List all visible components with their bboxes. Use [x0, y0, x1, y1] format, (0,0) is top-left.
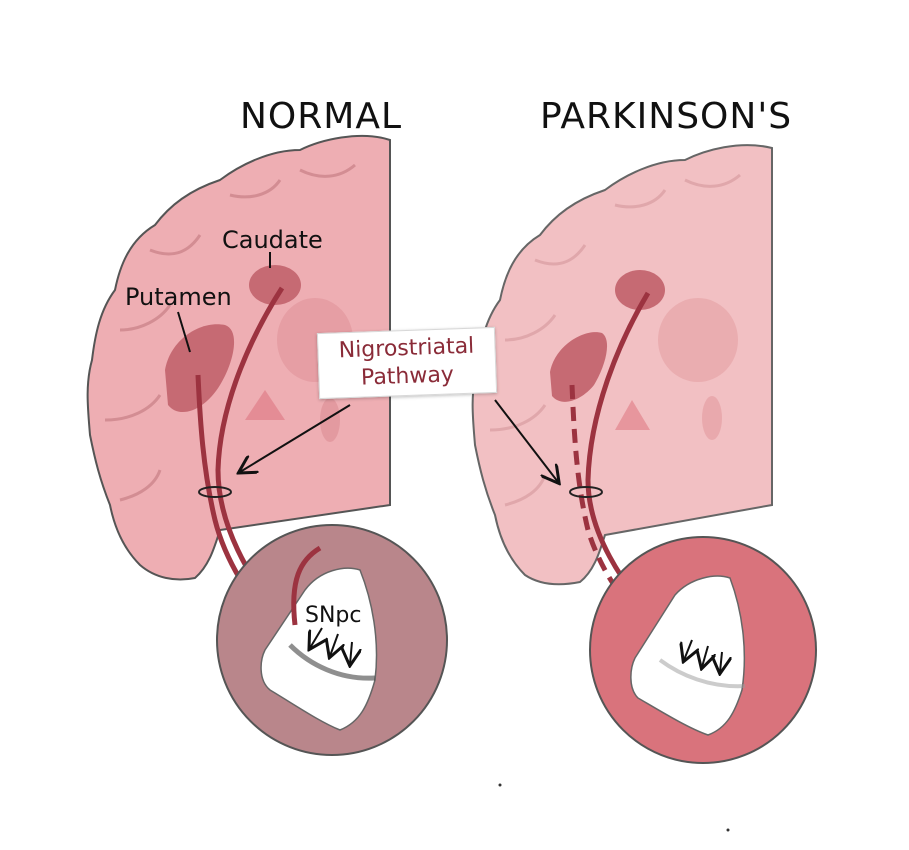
normal-pathway-pointer	[240, 404, 351, 472]
normal-snpc-arrow-1	[310, 627, 322, 648]
normal-putamen	[165, 324, 235, 413]
normal-snpc-arrow-3	[350, 641, 352, 664]
normal-brain-section	[86, 134, 391, 581]
parkinsons-snpc-faded-band	[658, 658, 746, 689]
parkinsons-thalamus	[658, 298, 738, 382]
normal-snpc-dark-band	[288, 643, 376, 681]
normal-pathway-ring	[198, 486, 232, 498]
stray-dot	[726, 828, 730, 832]
normal-pathway-end	[291, 545, 322, 626]
parkinsons-caudate	[615, 270, 665, 310]
title-normal: NORMAL	[240, 96, 403, 137]
caudate-label: Caudate	[222, 226, 323, 254]
normal-brain-group: Caudate Putamen SNpc	[86, 134, 448, 756]
parkinsons-small-structure	[702, 396, 722, 440]
parkinsons-brain-gyri	[489, 173, 741, 507]
parkinsons-pathway-pointer	[494, 399, 558, 482]
parkinsons-brain-group	[471, 144, 817, 764]
putamen-label: Putamen	[125, 283, 232, 311]
nigrostriatal-pathway-label: Nigrostriatal Pathway	[316, 326, 498, 400]
normal-caudate	[249, 265, 301, 305]
parkinsons-putamen	[550, 332, 608, 402]
title-parkinsons: PARKINSON'S	[540, 96, 793, 137]
normal-brain-gyri	[104, 163, 356, 502]
stray-dot	[498, 783, 502, 787]
parkinsons-snpc-arrow-1	[684, 639, 692, 660]
normal-small-structure	[320, 398, 340, 442]
normal-triangle-structure	[245, 390, 285, 420]
parkinsons-pathway-ring	[569, 486, 603, 498]
normal-snpc-arrow-2	[330, 633, 338, 656]
snpc-label: SNpc	[305, 603, 361, 628]
parkinsons-triangle-structure	[615, 400, 650, 430]
parkinsons-snpc-arrow-3	[720, 651, 722, 672]
parkinsons-snpc-arrow-2	[702, 645, 708, 667]
putamen-leader-line	[177, 311, 191, 353]
